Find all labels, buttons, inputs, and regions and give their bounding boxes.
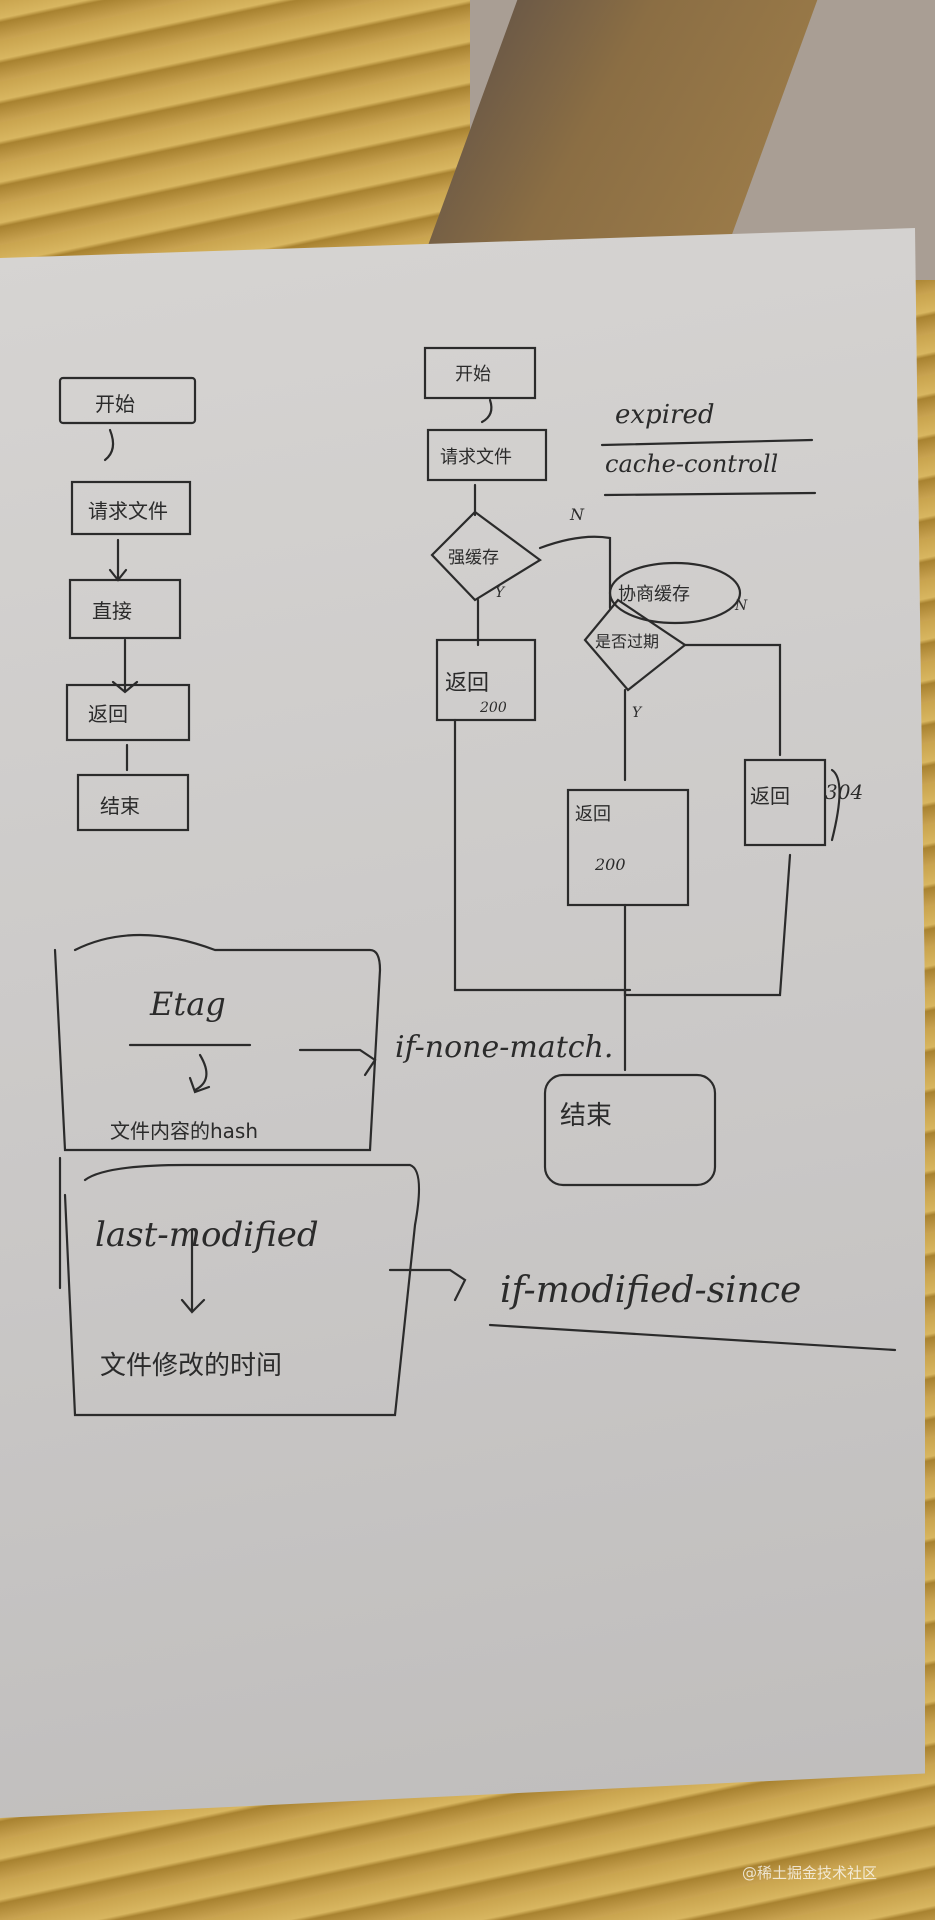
right-start-node: 开始 bbox=[455, 364, 491, 385]
last-modified-title: last-modified bbox=[95, 1215, 319, 1255]
if-modified-since-note: if-modified-since bbox=[500, 1270, 802, 1311]
return-cached-code: 200 bbox=[480, 700, 507, 716]
expired-check-decision: 是否过期 bbox=[595, 632, 660, 651]
return-200-node: 返回 bbox=[575, 804, 611, 825]
strong-no-label: N bbox=[570, 505, 584, 524]
expired-header-note: expired bbox=[615, 400, 715, 430]
left-direct-node: 直接 bbox=[92, 599, 132, 623]
etag-desc: 文件内容的hash bbox=[110, 1119, 259, 1143]
strong-cache-decision: 强缓存 bbox=[448, 548, 499, 568]
watermark: @稀土掘金技术社区 bbox=[742, 1864, 878, 1882]
right-request-node: 请求文件 bbox=[440, 447, 512, 468]
right-end-node: 结束 bbox=[560, 1101, 613, 1131]
cache-control-header-note: cache-controll bbox=[605, 450, 779, 478]
left-start-node: 开始 bbox=[95, 392, 135, 416]
return-cached-node: 返回 bbox=[445, 671, 490, 696]
return-200-code: 200 bbox=[595, 855, 626, 874]
strong-yes-label: Y bbox=[495, 585, 505, 601]
return-304-code: 304 bbox=[825, 780, 864, 804]
left-return-node: 返回 bbox=[88, 702, 128, 726]
left-request-node: 请求文件 bbox=[88, 499, 168, 523]
last-modified-desc: 文件修改的时间 bbox=[100, 1351, 283, 1381]
negotiate-cache-node: 协商缓存 bbox=[618, 584, 690, 605]
etag-title: Etag bbox=[150, 985, 226, 1023]
expired-yes-label: Y bbox=[632, 705, 642, 721]
if-none-match-note: if-none-match. bbox=[395, 1030, 614, 1065]
return-304-node: 返回 bbox=[750, 784, 790, 808]
expired-no-label: N bbox=[735, 598, 748, 614]
left-end-node: 结束 bbox=[100, 794, 140, 818]
